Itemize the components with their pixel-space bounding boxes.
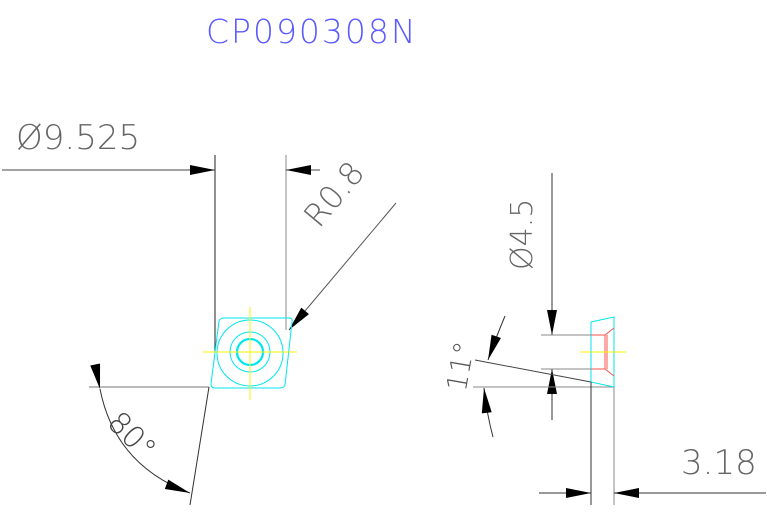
side-view: [473, 173, 766, 505]
thickness-dimension: [539, 382, 766, 505]
corner-radius-leader: [288, 202, 397, 331]
hole-diameter-dimension: [541, 173, 591, 420]
insert-top-outline: [210, 317, 293, 389]
part-number-title: CP090308N: [206, 12, 418, 51]
hole-diameter-label: Ø4.5: [505, 198, 540, 270]
thickness-label: 3.18: [681, 443, 757, 483]
insert-side-outline: [580, 316, 626, 388]
top-view: [2, 155, 397, 506]
corner-angle-dimension: [89, 363, 210, 506]
inscribed-circle-label: Ø9.525: [16, 118, 141, 158]
clearance-angle-dimension: [473, 315, 614, 438]
inscribed-circle-dimension: [2, 155, 320, 353]
top-view-centerlines: [203, 307, 297, 400]
